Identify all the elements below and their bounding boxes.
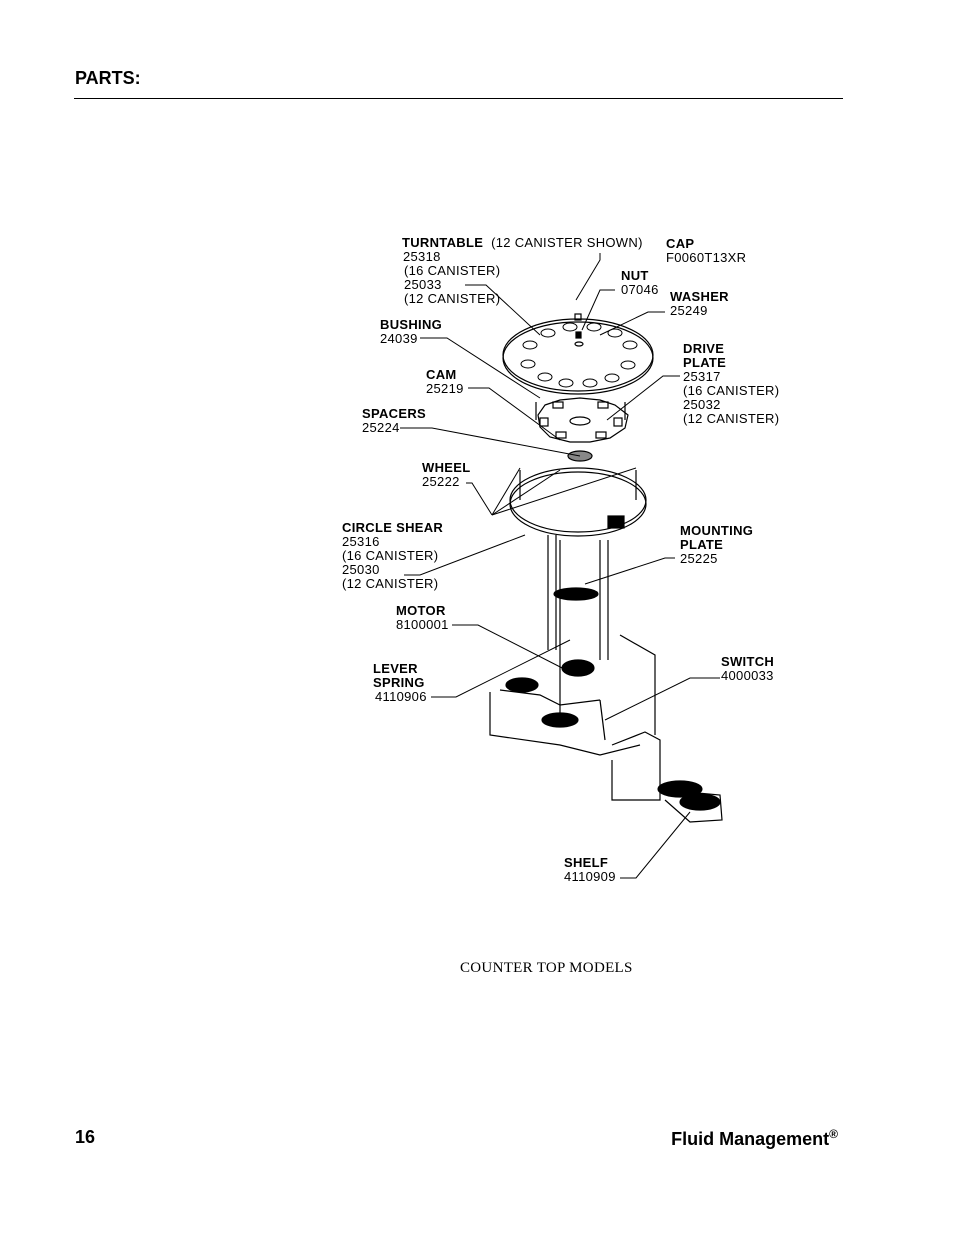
label-bushing: BUSHING 24039 <box>380 318 442 346</box>
drive-plate-name-2: PLATE <box>683 355 727 370</box>
cap-name: CAP <box>666 236 695 251</box>
label-switch: SWITCH 4000033 <box>721 655 774 683</box>
bushing-number: 24039 <box>380 331 418 346</box>
turntable-line: 25318 <box>403 249 441 264</box>
switch-number: 4000033 <box>721 668 774 683</box>
wheel-name: WHEEL <box>422 460 471 475</box>
turntable-note: (12 CANISTER SHOWN) <box>491 235 643 250</box>
label-drive-plate: DRIVE PLATE 25317 (16 CANISTER) 25032 (1… <box>683 342 779 426</box>
shelf-name: SHELF <box>564 855 609 870</box>
drive-plate-line: 25317 <box>683 369 721 384</box>
motor-name: MOTOR <box>396 603 446 618</box>
figure-caption: COUNTER TOP MODELS <box>460 960 633 976</box>
brand-name: Fluid Management <box>671 1129 830 1149</box>
shelf-number: 4110909 <box>564 869 616 884</box>
circle-shear-name: CIRCLE SHEAR <box>342 520 444 535</box>
cap-number: F0060T13XR <box>666 250 747 265</box>
registered-mark: ® <box>829 1127 838 1141</box>
cam-name: CAM <box>426 367 457 382</box>
motor-drawing <box>553 587 599 601</box>
turntable-drawing <box>502 318 654 392</box>
wheel-number: 25222 <box>422 474 460 489</box>
washer-number: 25249 <box>670 303 708 318</box>
drive-plate-line: (16 CANISTER) <box>683 383 780 398</box>
header-divider <box>74 98 843 99</box>
label-mounting-plate: MOUNTING PLATE 25225 <box>680 524 753 566</box>
turntable-line: 25033 <box>404 277 442 292</box>
label-motor: MOTOR 8100001 <box>396 604 449 632</box>
lever-spring-number: 4110906 <box>375 689 427 704</box>
lever-spring-name: LEVER <box>373 661 418 676</box>
label-cap: CAP F0060T13XR <box>666 237 746 265</box>
circle-shear-line: (12 CANISTER) <box>342 576 439 591</box>
lever-spring-name-2: SPRING <box>373 675 425 690</box>
switch-name: SWITCH <box>721 654 775 669</box>
spacers-number: 25224 <box>362 420 400 435</box>
label-wheel: WHEEL 25222 <box>422 461 470 489</box>
drive-plate-drawing <box>537 397 629 443</box>
page-title: PARTS: <box>75 68 141 88</box>
label-shelf: SHELF 4110909 <box>564 856 616 884</box>
label-nut: NUT 07046 <box>621 269 659 297</box>
turntable-name: TURNTABLE <box>402 235 484 250</box>
label-lever-spring: LEVER SPRING 4110906 <box>373 662 427 704</box>
label-cam: CAM 25219 <box>426 368 464 396</box>
label-circle-shear: CIRCLE SHEAR 25316 (16 CANISTER) 25030 (… <box>342 521 443 591</box>
circle-shear-drawing <box>509 467 647 533</box>
circle-shear-line: (16 CANISTER) <box>342 548 439 563</box>
label-turntable: TURNTABLE (12 CANISTER SHOWN) 25318 (16 … <box>402 236 643 306</box>
shelf-drawing <box>657 780 703 798</box>
washer-name: WASHER <box>670 289 729 304</box>
nut-name: NUT <box>621 268 649 283</box>
drive-plate-line: 25032 <box>683 397 721 412</box>
mounting-plate-name-2: PLATE <box>680 537 724 552</box>
mounting-plate-number: 25225 <box>680 551 718 566</box>
turntable-line: (16 CANISTER) <box>404 263 501 278</box>
drive-plate-name: DRIVE <box>683 341 725 356</box>
cam-number: 25219 <box>426 381 464 396</box>
mounting-plate-name: MOUNTING <box>680 523 754 538</box>
label-spacers: SPACERS 25224 <box>362 407 426 435</box>
label-washer: WASHER 25249 <box>670 290 729 318</box>
nut-number: 07046 <box>621 282 659 297</box>
footer-brand: Fluid Management® <box>671 1127 838 1150</box>
bushing-name: BUSHING <box>380 317 443 332</box>
circle-shear-line: 25316 <box>342 534 380 549</box>
drive-plate-line: (12 CANISTER) <box>683 411 780 426</box>
spacers-name: SPACERS <box>362 406 426 421</box>
motor-number: 8100001 <box>396 617 449 632</box>
page-number: 16 <box>75 1127 96 1147</box>
turntable-line: (12 CANISTER) <box>404 291 501 306</box>
circle-shear-line: 25030 <box>342 562 380 577</box>
cap-drawing <box>574 313 582 321</box>
